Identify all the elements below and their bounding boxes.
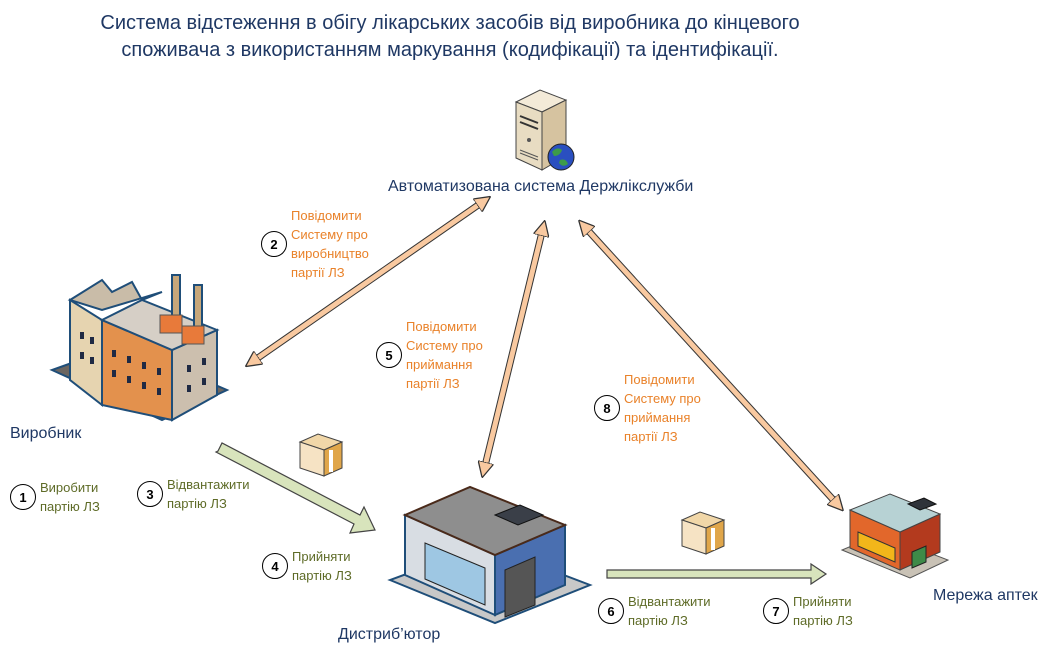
step-8: 8 Повідомити Систему про приймання парті… [594,370,701,446]
package-box-icon [298,433,344,477]
step-number-badge: 6 [598,598,624,624]
shipment-arrow-manufacturer-distributor [214,442,376,534]
step-3-line: Відвантажити [167,477,250,492]
title-line-1: Система відстеження в обігу лікарських з… [100,12,800,34]
step-8-line: Систему про [624,391,701,406]
step-5-line: Систему про [406,338,483,353]
step-8-line: партії ЛЗ [624,429,678,444]
step-5: 5 Повідомити Систему про приймання парті… [376,317,483,393]
step-number-badge: 7 [763,598,789,624]
warehouse-icon [387,485,593,625]
step-1-line: Виробити [40,480,99,495]
step-number-badge: 8 [594,395,620,421]
step-4: 4 Прийняти партію ЛЗ [262,547,352,585]
diagram-title: Система відстеження в обігу лікарських з… [0,10,900,64]
step-number-badge: 1 [10,484,36,510]
step-1-line: партію ЛЗ [40,499,100,514]
step-number-badge: 5 [376,342,402,368]
step-4-line: Прийняти [292,549,351,564]
step-2-line: Повідомити [291,208,362,223]
pharmacy-label: Мережа аптек [933,587,1038,604]
server-label: Автоматизована система Держлікслужби [388,178,694,195]
shipment-arrow-distributor-pharmacy [606,562,828,586]
manufacturer-label: Виробник [10,425,82,442]
distributor-label: Дистриб’ютор [338,626,441,643]
step-3: 3 Відвантажити партію ЛЗ [137,475,250,513]
step-8-line: Повідомити [624,372,695,387]
step-8-line: приймання [624,410,691,425]
report-arrow-distributor-server [484,228,543,470]
step-7-line: Прийняти [793,594,852,609]
step-4-line: партію ЛЗ [292,568,352,583]
factory-icon [49,274,230,422]
pharmacy-store-icon [840,493,950,579]
title-line-2: споживача з використанням маркування (ко… [121,39,779,61]
step-number-badge: 4 [262,553,288,579]
step-5-line: приймання [406,357,473,372]
step-6-line: партію ЛЗ [628,613,688,628]
step-number-badge: 3 [137,481,163,507]
step-2: 2 Повідомити Систему про виробництво пар… [261,206,369,282]
step-5-line: Повідомити [406,319,477,334]
step-6-line: Відвантажити [628,594,711,609]
step-7-line: партію ЛЗ [793,613,853,628]
report-arrow-manufacturer-server [252,201,484,362]
package-box-icon-2 [680,511,726,555]
step-5-line: партії ЛЗ [406,376,460,391]
step-1: 1 Виробити партію ЛЗ [10,478,100,516]
report-arrow-pharmacy-server [584,226,838,505]
step-2-line: Систему про [291,227,368,242]
step-7: 7 Прийняти партію ЛЗ [763,592,853,630]
step-6: 6 Відвантажити партію ЛЗ [598,592,711,630]
step-number-badge: 2 [261,231,287,257]
step-3-line: партію ЛЗ [167,496,227,511]
server-globe-icon [514,89,575,171]
step-2-line: виробництво [291,246,369,261]
step-2-line: партії ЛЗ [291,265,345,280]
